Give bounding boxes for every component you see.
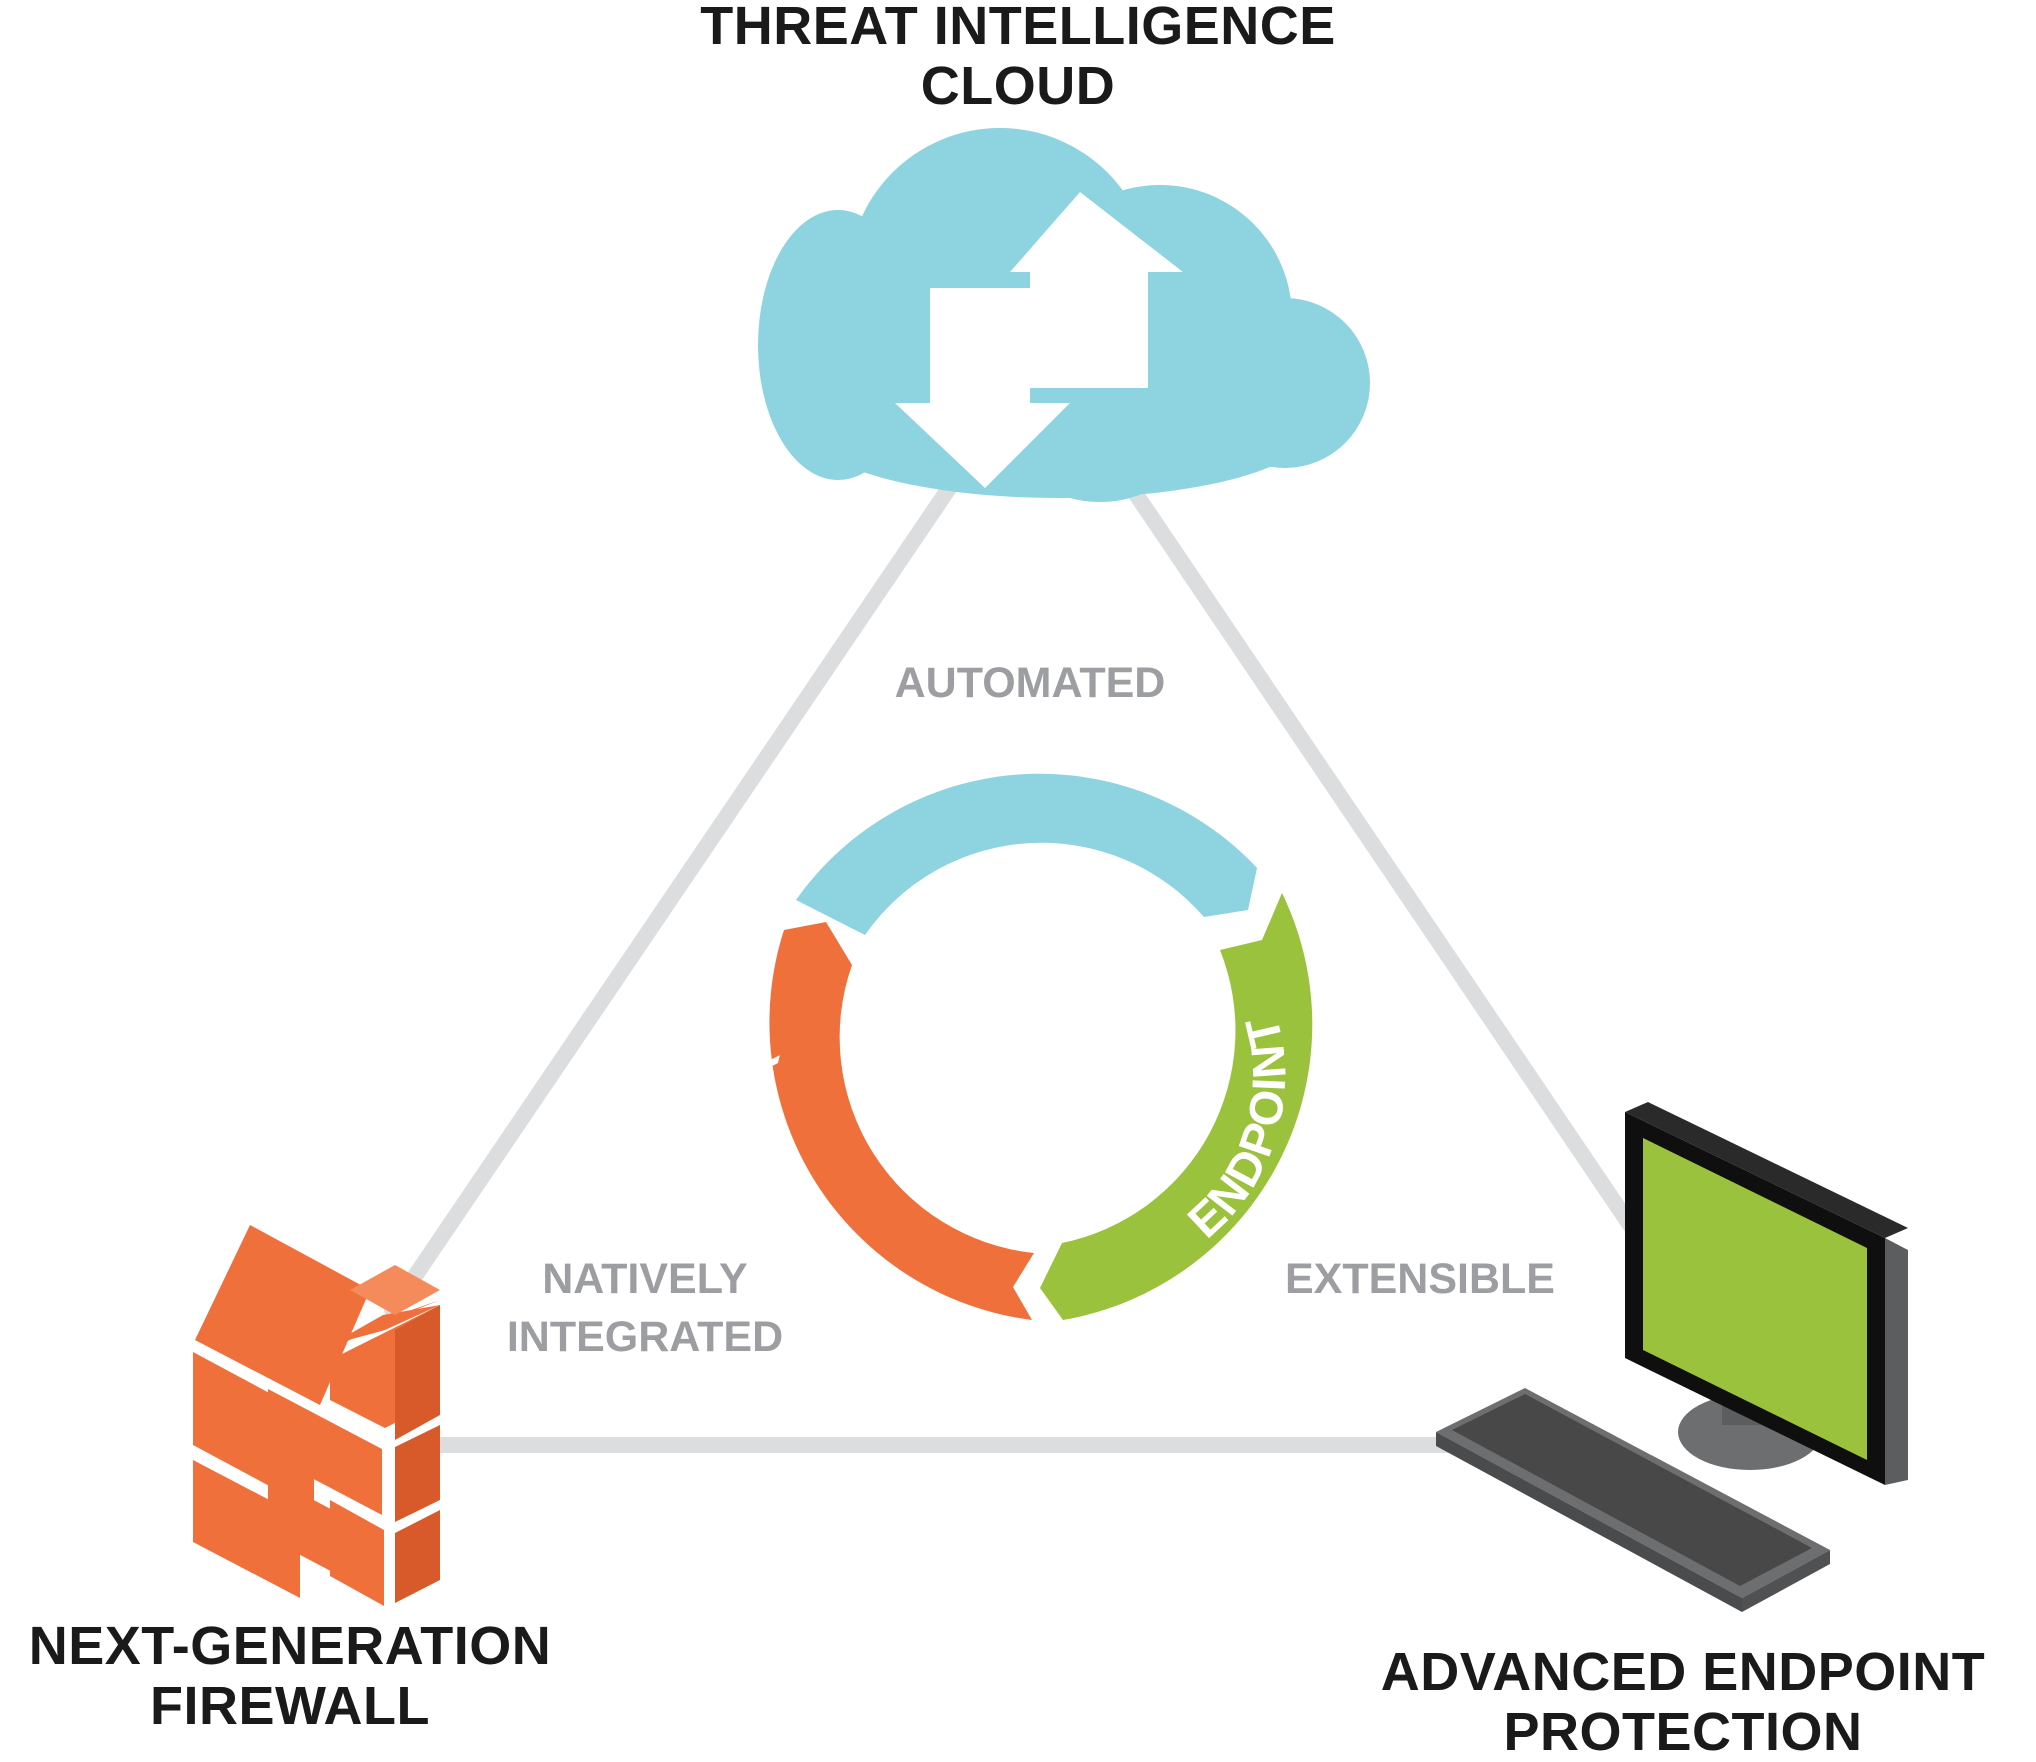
cloud-label-line2: CLOUD [920, 56, 1116, 116]
download-arrow-icon [895, 288, 1070, 488]
edge-label-automated: AUTOMATED [820, 654, 1240, 712]
endpoint-label-line2: PROTECTION [1503, 1702, 1863, 1762]
connector-cloud-endpoint [1117, 470, 1638, 1233]
firewall-label-line1: NEXT-GENERATION [28, 1616, 552, 1676]
brick-wall-icon [193, 1225, 440, 1606]
keyboard [1436, 1388, 1830, 1612]
next-generation-firewall-label: NEXT-GENERATION FIREWALL [0, 1616, 580, 1736]
upload-arrow-icon [1010, 192, 1183, 388]
advanced-endpoint-protection-label: ADVANCED ENDPOINT PROTECTION [1330, 1642, 2036, 1762]
edge-label-natively-text: NATIVELY [542, 1255, 748, 1303]
edge-label-extensible-text: EXTENSIBLE [1285, 1255, 1555, 1303]
ring-segment-endpoint [1040, 893, 1313, 1320]
desktop-computer-icon [1436, 1102, 1908, 1612]
edge-label-automated-text: AUTOMATED [894, 659, 1166, 707]
cycle-ring: CLOUD NETWORK ENDPOINT [728, 694, 1313, 1320]
threat-intelligence-cloud-label: THREAT INTELLIGENCE CLOUD [618, 0, 1418, 116]
monitor-screen [1643, 1138, 1867, 1460]
endpoint-label-line1: ADVANCED ENDPOINT [1380, 1642, 1986, 1702]
cloud-sync-icon [758, 128, 1370, 502]
edge-label-natively-integrated: NATIVELY INTEGRATED [440, 1250, 850, 1366]
firewall-label-line2: FIREWALL [150, 1676, 430, 1736]
ring-segment-network [769, 922, 1034, 1320]
ring-segment-cloud [796, 773, 1257, 935]
cloud-label-line1: THREAT INTELLIGENCE [700, 0, 1336, 56]
edge-label-extensible: EXTENSIBLE [1240, 1250, 1600, 1308]
connector-triangle [384, 464, 1638, 1453]
edge-label-integrated-text: INTEGRATED [506, 1313, 784, 1361]
monitor [1625, 1102, 1908, 1485]
connector-cloud-firewall [384, 464, 968, 1318]
